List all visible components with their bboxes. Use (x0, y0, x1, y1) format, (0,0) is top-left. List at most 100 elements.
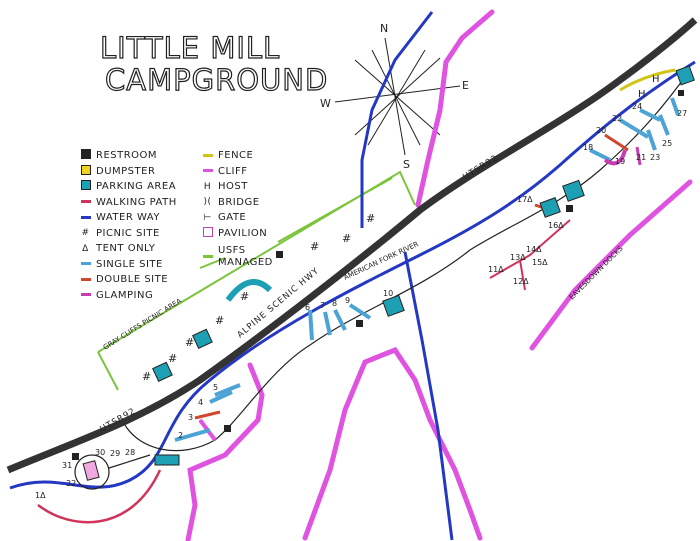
legend-item: CLIFF (202, 164, 290, 180)
legend-item: DOUBLE SITE (80, 272, 202, 288)
svg-text:#: # (342, 232, 351, 245)
stream-north (360, 11, 434, 228)
american-fork-river (9, 60, 696, 490)
line-icon (80, 275, 91, 285)
legend-item: PAVILION (202, 226, 290, 242)
legend-label: HOST (218, 181, 248, 193)
svg-text:#: # (310, 240, 319, 253)
svg-text:32: 32 (66, 479, 76, 488)
legend-label: DOUBLE SITE (96, 274, 169, 286)
legend-label: WALKING PATH (96, 196, 177, 208)
parking-areas (152, 65, 695, 466)
legend-item: PARKING AREA (80, 179, 202, 195)
title-line2: CAMPGROUND (105, 63, 328, 97)
svg-text:#: # (215, 314, 224, 327)
svg-text:27: 27 (677, 109, 687, 118)
svg-text:14Δ: 14Δ (526, 245, 542, 254)
line-icon (80, 290, 91, 300)
cliff-east (529, 179, 693, 351)
legend-item: ⊢GATE (202, 210, 290, 226)
H-icon: H (203, 181, 212, 192)
dumpster-square-icon (80, 164, 91, 178)
svg-text:12Δ: 12Δ (513, 277, 529, 286)
restrooms (72, 90, 684, 460)
svg-text:2: 2 (178, 431, 183, 440)
svg-text:16Δ: 16Δ (548, 221, 564, 230)
legend-item: #PICNIC SITE (80, 226, 202, 242)
parking-square-icon (80, 180, 91, 193)
host-marker: H (638, 89, 646, 100)
compass-north: N (380, 22, 388, 35)
legend-item: H HOST (202, 179, 290, 195)
svg-text:25: 25 (662, 139, 672, 148)
svg-text:4: 4 (198, 398, 203, 407)
symbol-icon: )( (203, 197, 212, 208)
svg-text:8: 8 (332, 299, 337, 308)
glamping-site (603, 149, 627, 166)
cliff-south-west (185, 362, 265, 541)
single-sites (174, 97, 680, 442)
line-icon (80, 259, 91, 269)
stream-south (403, 251, 454, 541)
svg-text:3: 3 (188, 413, 193, 422)
legend-label: CLIFF (218, 165, 248, 177)
legend-label: FENCE (218, 150, 254, 162)
svg-text:1Δ: 1Δ (35, 491, 46, 500)
svg-text:6: 6 (305, 303, 310, 312)
svg-text:28: 28 (125, 448, 135, 457)
legend-item: )( BRIDGE (202, 195, 290, 211)
svg-text:23: 23 (650, 153, 660, 162)
legend-label: DUMPSTER (96, 165, 156, 177)
parking-arc (225, 279, 273, 302)
legend-label: TENT ONLY (96, 243, 156, 255)
svg-text:18: 18 (583, 143, 593, 152)
legend-label: PARKING AREA (96, 181, 177, 193)
legend-item: WATER WAY (80, 210, 202, 226)
usfs-boundary (97, 170, 416, 391)
legend-item: GLAMPING (80, 288, 202, 304)
restroom-square-icon (80, 149, 91, 162)
legend-item: SINGLE SITE (80, 257, 202, 273)
title-line1: LITTLE MILL (100, 31, 280, 65)
svg-text:#: # (366, 212, 375, 225)
legend-label: BRIDGE (218, 196, 260, 208)
legend-item: DUMPSTER (80, 164, 202, 180)
legend-item: WALKING PATH (80, 195, 202, 211)
route-label-upper: UTSR92 (461, 153, 500, 182)
svg-text:10: 10 (383, 289, 393, 298)
svg-text:15Δ: 15Δ (532, 258, 548, 267)
svg-text:9: 9 (345, 296, 350, 305)
legend-label: PAVILION (218, 227, 268, 239)
line-icon (202, 166, 213, 176)
alpine-scenic-hwy (6, 17, 698, 474)
svg-text:#: # (168, 352, 177, 365)
walking-path-loop (489, 219, 571, 291)
svg-text:#: # (240, 290, 249, 303)
picnic-table-icon: # (81, 228, 90, 239)
cliff-south (302, 346, 483, 541)
cliff-north (415, 9, 495, 208)
line-icon (80, 197, 91, 207)
legend-label: GATE (218, 212, 247, 224)
legend-label: GLAMPING (96, 289, 154, 301)
fence (619, 68, 676, 92)
svg-text:29: 29 (110, 449, 120, 458)
svg-text:22: 22 (612, 114, 622, 123)
svg-text:21: 21 (636, 153, 646, 162)
picnic-site-icons: #### #### (142, 212, 375, 383)
compass-south: S (403, 158, 410, 171)
svg-text:13Δ: 13Δ (510, 253, 526, 262)
compass-east: E (462, 79, 469, 92)
legend-item: FENCE (202, 148, 290, 164)
svg-text:11Δ: 11Δ (488, 265, 504, 274)
svg-text:19: 19 (615, 157, 625, 166)
svg-text:30: 30 (95, 448, 105, 457)
svg-text:20: 20 (596, 126, 606, 135)
pavilion-square-icon (202, 226, 213, 240)
legend-label: SINGLE SITE (96, 258, 163, 270)
host-marker: H (652, 74, 660, 85)
